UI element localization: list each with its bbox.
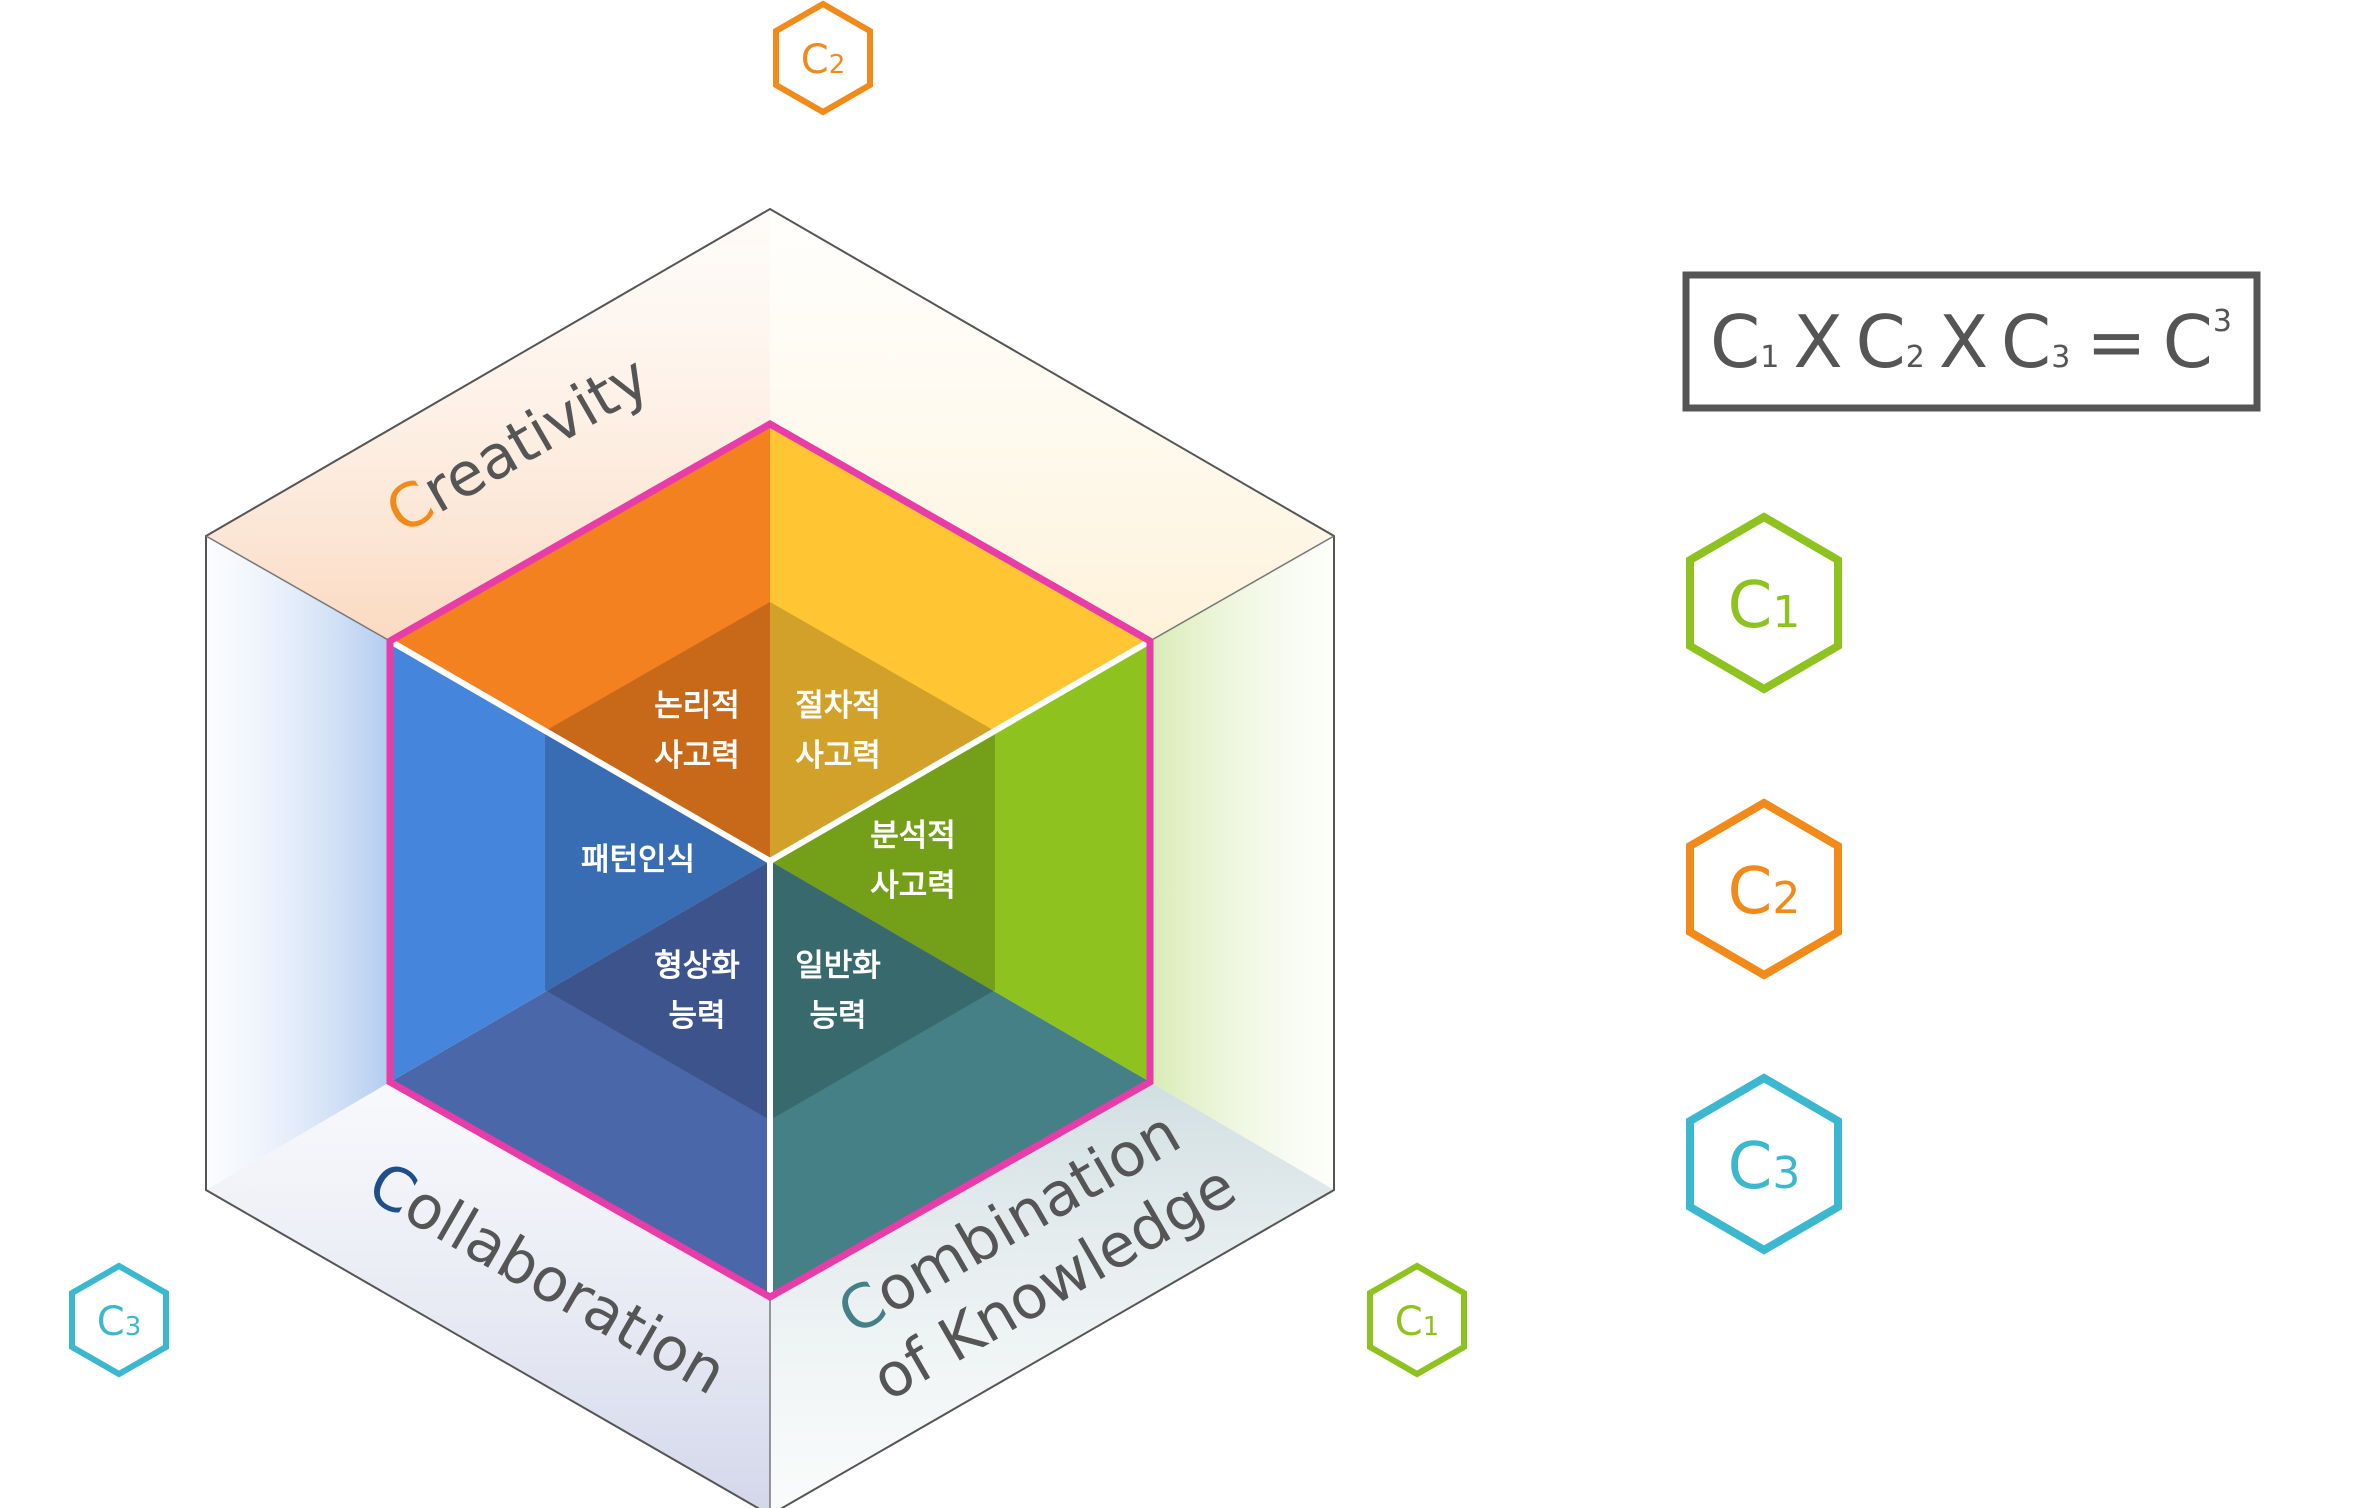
label-analytical-line1: 분석적	[870, 818, 956, 854]
badge-left-c3: C3	[69, 1262, 169, 1378]
label-generalization-line2: 능력	[809, 998, 866, 1034]
segment-orange	[390, 424, 770, 861]
badge-left-text: C3	[97, 1299, 141, 1345]
inner-hexagon	[386, 419, 1154, 1302]
outer-left-face	[206, 536, 390, 1190]
inner-hexagon-outline	[386, 419, 1154, 1302]
hexagon-icon	[773, 0, 873, 116]
label-logical-line2: 사고력	[654, 738, 740, 774]
hexagon-icon	[1367, 1262, 1467, 1378]
label-procedural-line2: 사고력	[795, 738, 881, 774]
hexagon-icon	[1686, 798, 1842, 980]
segment-green	[770, 641, 1150, 1082]
label-analytical-line2: 사고력	[870, 868, 956, 904]
label-generalization-line1: 일반화	[795, 948, 881, 984]
hexagon-icon	[1686, 512, 1842, 694]
legend-c1-text: C1	[1728, 569, 1801, 643]
outer-cube-edge	[205, 207, 1335, 1508]
legend-c3-text: C3	[1728, 1130, 1801, 1204]
legend-badge-c2: C2	[1686, 798, 1842, 980]
label-pattern: 패턴인식	[581, 842, 695, 878]
hexagon-icon	[69, 1262, 169, 1378]
segment-blue	[390, 641, 770, 1082]
label-logical-line1: 논리적	[654, 688, 740, 724]
outer-right-face	[1150, 536, 1334, 1190]
inner-labels: 논리적 사고력 절차적 사고력 패턴인식 분석적 사고력 형상화 능력 일반화 …	[581, 688, 956, 1034]
formula-frame	[1682, 271, 2261, 412]
outer-bottom-right-face	[770, 1082, 1334, 1508]
label-visualization-line2: 능력	[668, 998, 725, 1034]
divider-line	[768, 638, 1152, 864]
badge-right-text: C1	[1395, 1299, 1439, 1345]
outer-cube-edge	[1149, 535, 1335, 642]
divider-line	[388, 638, 772, 864]
outer-bottom-left-face	[206, 1082, 770, 1508]
segment-navy	[390, 861, 770, 1297]
legend-c2-text: C2	[1728, 855, 1801, 929]
legend-badge-c3: C3	[1686, 1073, 1842, 1255]
badge-top-text: C2	[801, 37, 845, 83]
label-visualization-line1: 형상화	[654, 948, 740, 984]
label-procedural-line1: 절차적	[795, 688, 881, 724]
outer-cube-edge	[205, 535, 391, 642]
badge-top-c2: C2	[773, 0, 873, 116]
badge-right-c1: C1	[1367, 1262, 1467, 1378]
hexagon-icon	[1686, 1073, 1842, 1255]
segment-teal	[770, 861, 1150, 1297]
legend-badge-c1: C1	[1686, 512, 1842, 694]
segment-yellow	[770, 424, 1150, 861]
